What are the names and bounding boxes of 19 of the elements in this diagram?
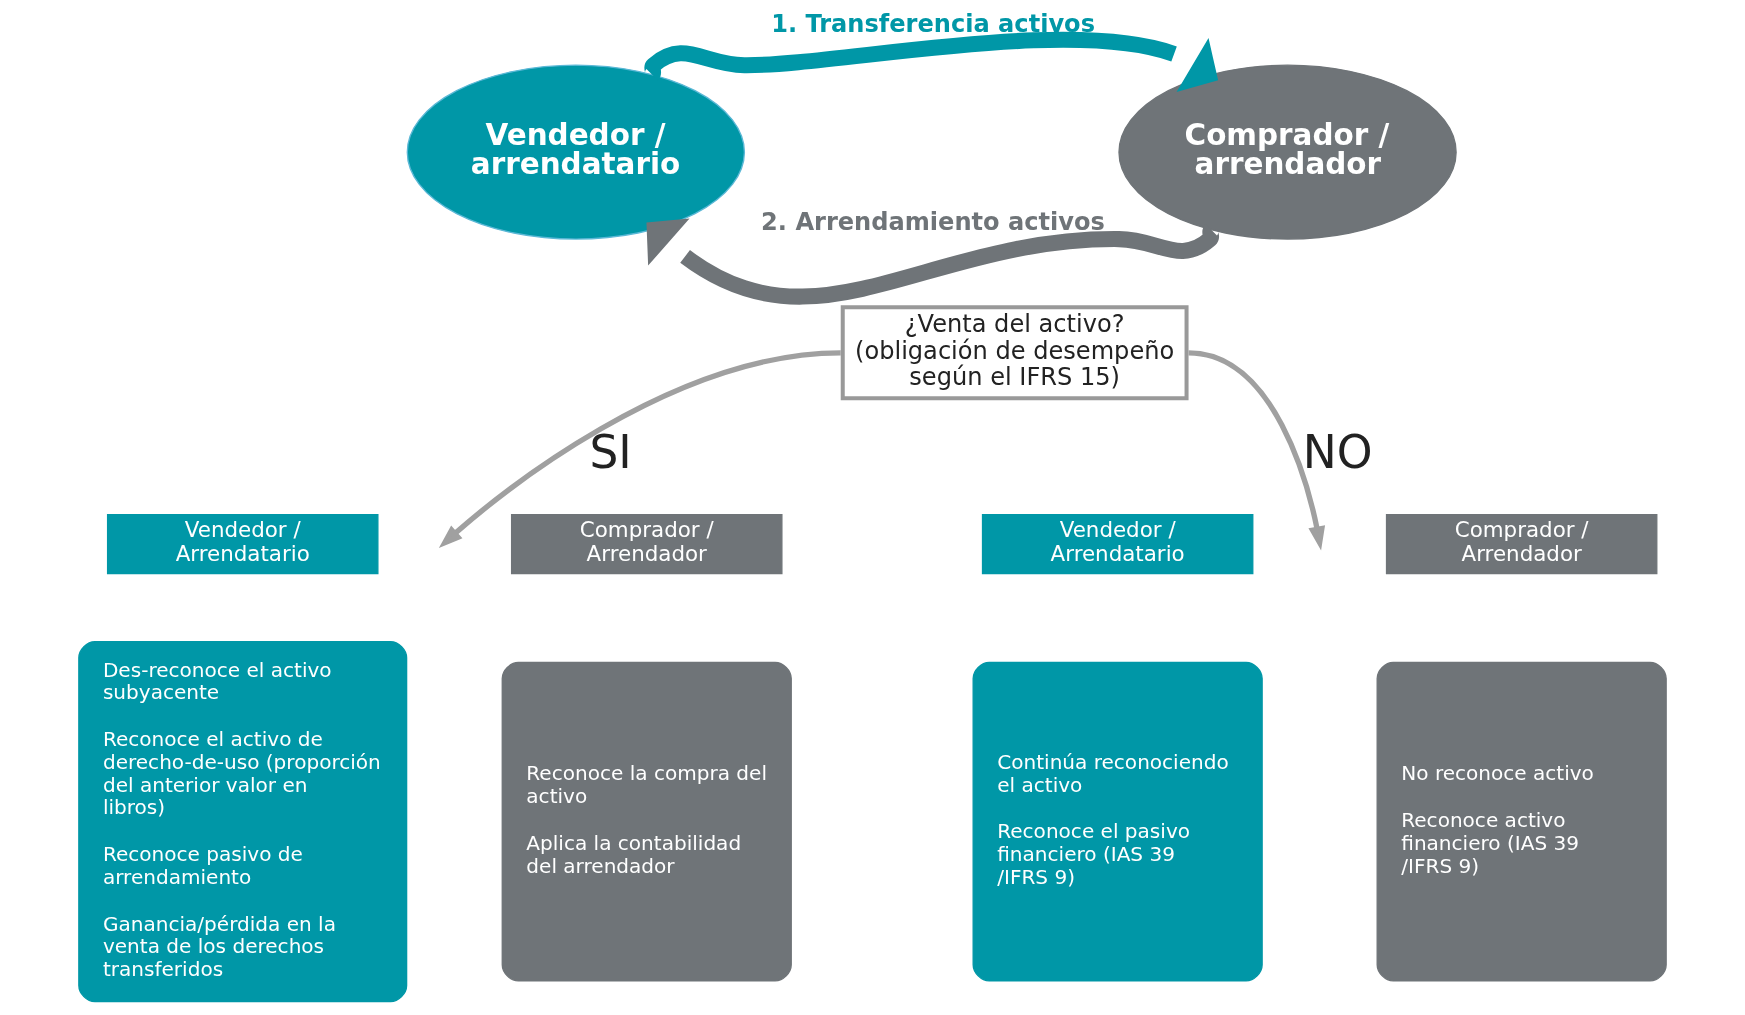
node-box: Des-reconoce el activo subyacente Reconoce el activo de derecho-de-uso (proporción del anterior valor en libros) Reconoce pasivo de arrendamiento Ganancia/pérdida en la venta de los derechos transferidos (78, 640, 408, 1002)
arrow (438, 349, 841, 548)
edge-label: SI (589, 425, 632, 479)
node-box: Comprador / Arrendador (1385, 513, 1658, 574)
node-ellipse: Comprador / arrendador (1118, 64, 1457, 240)
arrow (1188, 349, 1326, 551)
node-box: Continúa reconociendo el activo Reconoce el pasivo financiero (IAS 39 /IFRS 9) (972, 661, 1263, 982)
node-box: Vendedor / Arrendatario (106, 513, 379, 574)
node-ellipse: Vendedor / arrendatario (406, 64, 746, 240)
edge-label: 1. Transferencia activos (771, 9, 1095, 38)
edge-label: NO (1302, 425, 1373, 479)
node-box: No reconoce activo Reconoce activo financiero (IAS 39 /IFRS 9) (1376, 661, 1667, 982)
node-box: Comprador / Arrendador (510, 513, 783, 574)
edge-label: 2. Arrendamiento activos (761, 207, 1105, 236)
arrow (646, 218, 1220, 304)
node-box: Vendedor / Arrendatario (981, 513, 1254, 574)
node-box: ¿Venta del activo? (obligación de desempeño según el IFRS 15) (840, 304, 1189, 400)
node-box: Reconoce la compra del activo Aplica la contabilidad del arrendador (501, 661, 792, 982)
arrow (644, 31, 1219, 92)
